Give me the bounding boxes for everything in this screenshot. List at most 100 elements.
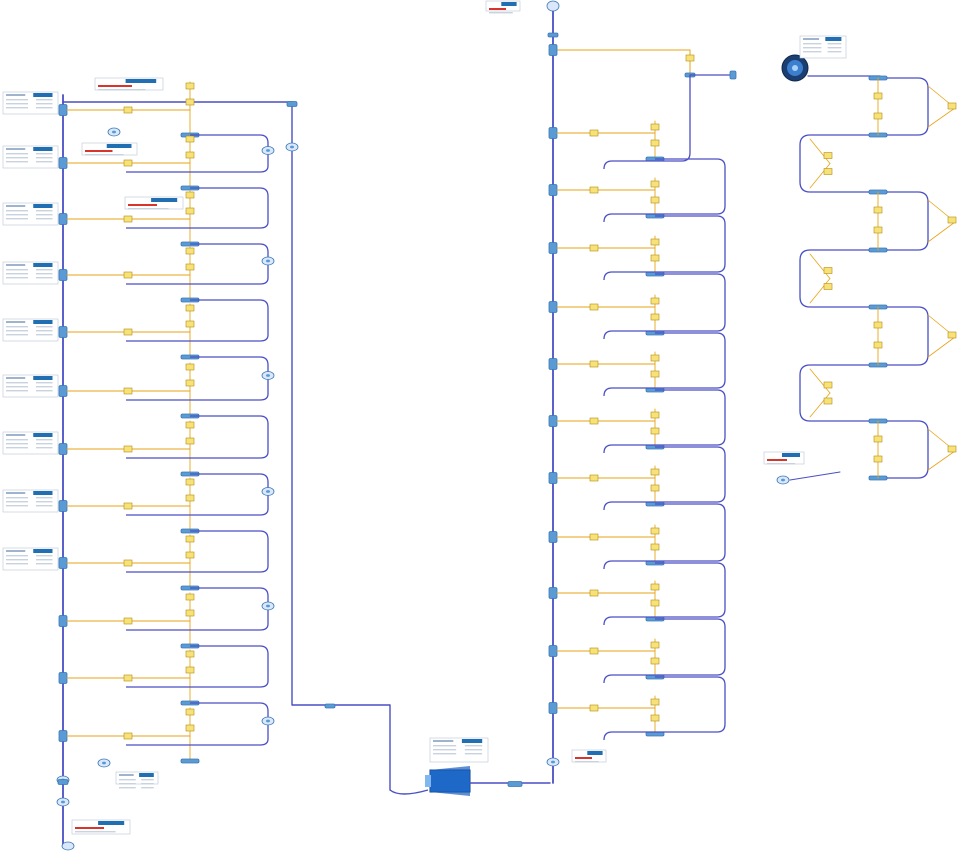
center-branch-valve-10[interactable]: [589, 589, 599, 597]
left-riser-valve-b-6[interactable]: [185, 379, 195, 387]
left-riser-valve-b-11[interactable]: [185, 666, 195, 674]
right-group-valve-b-1[interactable]: [873, 112, 883, 120]
right-group-valve-a-2[interactable]: [873, 206, 883, 214]
center-riser-valve-a-9[interactable]: [650, 527, 660, 535]
right-group-valve-b-4[interactable]: [873, 455, 883, 463]
left-branch-valve-4[interactable]: [123, 271, 133, 279]
left-branch-valve-8[interactable]: [123, 502, 133, 510]
center-riser-valve-b-11[interactable]: [650, 657, 660, 665]
center-riser-valve-b-3[interactable]: [650, 196, 660, 204]
left-station-panel-5[interactable]: [2, 318, 59, 342]
left-trunk-node-10[interactable]: [58, 615, 68, 627]
left-riser-valve-b-9[interactable]: [185, 551, 195, 559]
left-trunk-node-4[interactable]: [58, 269, 68, 281]
center-riser-valve-a-6[interactable]: [650, 354, 660, 362]
left-station-panel-3[interactable]: [2, 202, 59, 226]
left-station-panel-8[interactable]: [2, 489, 59, 513]
left-branch-valve-2[interactable]: [123, 159, 133, 167]
center-riser-valve-b-7[interactable]: [650, 427, 660, 435]
left-trunk-node-3[interactable]: [58, 213, 68, 225]
center-riser-valve-b-8[interactable]: [650, 484, 660, 492]
left-riser-valve-a-8[interactable]: [185, 478, 195, 486]
left-station-panel-7[interactable]: [2, 431, 59, 455]
right-bypass-valve-b-2[interactable]: [823, 283, 833, 290]
left-branch-valve-11[interactable]: [123, 674, 133, 682]
center-trunk-node-10[interactable]: [548, 587, 558, 599]
center-branch-valve-3[interactable]: [589, 186, 599, 194]
left-riser-valve-a-2[interactable]: [185, 135, 195, 143]
center-branch-valve-7[interactable]: [589, 417, 599, 425]
left-trunk-node-8[interactable]: [58, 500, 68, 512]
left-riser-valve-b-1[interactable]: [185, 98, 195, 106]
left-riser-valve-b-2[interactable]: [185, 151, 195, 159]
center-trunk-node-7[interactable]: [548, 415, 558, 427]
center-riser-valve-a-10[interactable]: [650, 583, 660, 591]
left-trunk-bottom-node[interactable]: [57, 779, 69, 785]
left-branch-valve-6[interactable]: [123, 387, 133, 395]
left-riser-valve-a-1[interactable]: [185, 82, 195, 90]
left-trunk-node-9[interactable]: [58, 557, 68, 569]
left-riser-valve-a-5[interactable]: [185, 304, 195, 312]
left-trunk-node-5[interactable]: [58, 326, 68, 338]
center-riser-valve-b-4[interactable]: [650, 254, 660, 262]
left-branch-valve-10[interactable]: [123, 617, 133, 625]
left-riser-valve-b-12[interactable]: [185, 724, 195, 732]
left-trunk-node-1[interactable]: [58, 104, 68, 116]
left-branch-valve-3[interactable]: [123, 215, 133, 223]
left-riser-valve-b-8[interactable]: [185, 494, 195, 502]
right-bypass-valve-a-1[interactable]: [823, 152, 833, 159]
center-trunk-node-11[interactable]: [548, 645, 558, 657]
pump-inlet-node[interactable]: [729, 70, 737, 80]
right-side-valve-1[interactable]: [947, 102, 957, 110]
left-return-node[interactable]: [324, 703, 336, 709]
center-riser-valve-b-9[interactable]: [650, 543, 660, 551]
center-trunk-node-1[interactable]: [548, 44, 558, 56]
center-branch-valve-12[interactable]: [589, 704, 599, 712]
center-branch-valve-5[interactable]: [589, 303, 599, 311]
left-branch-valve-12[interactable]: [123, 732, 133, 740]
left-branch-valve-1[interactable]: [123, 106, 133, 114]
center-riser-valve-a-3[interactable]: [650, 180, 660, 188]
left-station-panel-1[interactable]: [2, 91, 59, 115]
center-branch-valve-9[interactable]: [589, 533, 599, 541]
left-endpoint-icon[interactable]: [61, 841, 75, 851]
left-riser-valve-a-10[interactable]: [185, 593, 195, 601]
left-loop-node-12[interactable]: [180, 758, 200, 764]
center-riser-valve-b-2[interactable]: [650, 139, 660, 147]
left-riser-valve-a-12[interactable]: [185, 708, 195, 716]
right-side-valve-3[interactable]: [947, 331, 957, 339]
left-header-node[interactable]: [286, 101, 298, 107]
left-riser-valve-b-5[interactable]: [185, 320, 195, 328]
center-branch-valve-2[interactable]: [589, 129, 599, 137]
center-riser-valve-b-5[interactable]: [650, 313, 660, 321]
center-branch-valve-6[interactable]: [589, 360, 599, 368]
left-riser-valve-b-4[interactable]: [185, 263, 195, 271]
right-group-valve-a-4[interactable]: [873, 435, 883, 443]
left-branch-valve-9[interactable]: [123, 559, 133, 567]
center-trunk-node-2[interactable]: [548, 127, 558, 139]
center-trunk-node-9[interactable]: [548, 531, 558, 543]
right-bypass-valve-a-3[interactable]: [823, 381, 833, 389]
left-riser-valve-b-10[interactable]: [185, 609, 195, 617]
center-riser-valve-a-12[interactable]: [650, 698, 660, 706]
center-riser-valve-b-6[interactable]: [650, 370, 660, 378]
center-trunk-node-4[interactable]: [548, 242, 558, 254]
right-bypass-valve-b-1[interactable]: [823, 168, 833, 175]
center-trunk-node-3[interactable]: [548, 184, 558, 196]
right-bypass-valve-b-3[interactable]: [823, 397, 833, 405]
center-riser-valve-a-5[interactable]: [650, 297, 660, 305]
right-group-valve-b-3[interactable]: [873, 341, 883, 349]
center-trunk-node-8[interactable]: [548, 472, 558, 484]
center-trunk-node-12[interactable]: [548, 702, 558, 714]
center-riser-valve-a-7[interactable]: [650, 411, 660, 419]
left-station-panel-9[interactable]: [2, 547, 59, 571]
left-riser-valve-b-7[interactable]: [185, 437, 195, 445]
center-top-node[interactable]: [547, 32, 559, 38]
right-group-valve-a-1[interactable]: [873, 92, 883, 100]
left-trunk-node-11[interactable]: [58, 672, 68, 684]
left-branch-valve-7[interactable]: [123, 445, 133, 453]
left-riser-valve-a-9[interactable]: [185, 535, 195, 543]
left-riser-valve-a-3[interactable]: [185, 191, 195, 199]
left-riser-valve-a-7[interactable]: [185, 421, 195, 429]
center-branch-valve-4[interactable]: [589, 244, 599, 252]
